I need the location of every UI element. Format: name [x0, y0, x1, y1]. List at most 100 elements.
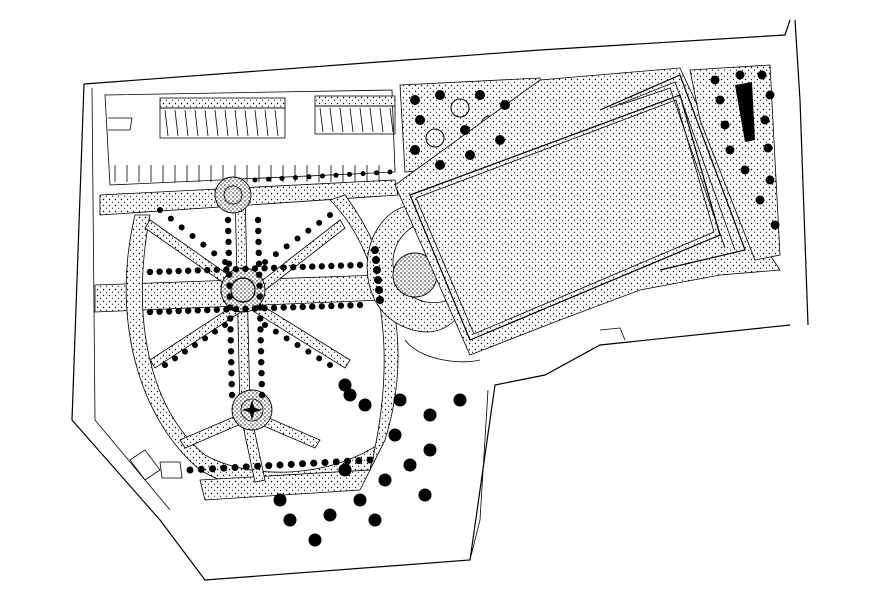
tree-symbol-icon — [475, 90, 485, 100]
tree-symbol-icon — [272, 328, 279, 335]
tree-symbol-icon — [228, 391, 236, 399]
tree-symbol-icon — [257, 326, 264, 333]
parking-stall-line — [359, 107, 364, 133]
tree-symbol-icon — [338, 463, 352, 477]
tree-symbol-icon — [223, 266, 230, 273]
tree-symbol-icon — [186, 466, 194, 474]
tree-symbol-icon — [332, 458, 340, 466]
tree-symbol-icon — [328, 302, 335, 310]
tree-symbol-icon — [410, 95, 420, 105]
tree-symbol-icon — [227, 337, 234, 344]
tree-symbol-icon — [167, 215, 174, 222]
east-strip — [689, 64, 781, 261]
plazas — [214, 176, 273, 431]
tree-symbol-icon — [202, 335, 208, 342]
tree-symbol-icon — [347, 302, 354, 309]
tree-symbol-icon — [220, 464, 228, 472]
tree-symbol-icon — [178, 224, 185, 231]
tree-symbol-icon — [415, 115, 425, 125]
parking-strip-north-east — [314, 95, 396, 107]
tree-symbol-icon — [299, 460, 306, 468]
main-building — [394, 67, 781, 356]
parking-stall-line — [369, 107, 374, 133]
site-boundary — [71, 19, 809, 581]
tree-symbol-icon — [255, 227, 262, 235]
tree-symbol-icon — [227, 348, 235, 355]
tree-symbol-icon — [343, 388, 357, 402]
tree-symbol-icon — [403, 458, 417, 472]
tree-symbol-icon — [465, 150, 475, 160]
tree-symbol-icon — [299, 303, 306, 311]
tree-symbol-icon — [316, 355, 323, 362]
tree-symbol-icon — [418, 488, 432, 502]
tree-symbol-icon — [258, 358, 265, 366]
plaza-north — [214, 176, 252, 214]
tree-symbol-icon — [371, 246, 379, 254]
tree-symbol-icon — [387, 169, 393, 175]
parking-stall-line — [379, 107, 384, 133]
tree-symbol-icon — [305, 227, 312, 234]
tree-symbol-icon — [222, 322, 228, 328]
tree-symbol-icon — [226, 293, 233, 300]
parking-stall-line — [339, 107, 344, 133]
tree-symbol-icon — [356, 301, 364, 309]
tree-symbol-icon — [184, 307, 192, 314]
tree-symbol-icon — [266, 176, 271, 182]
tree-symbol-icon — [162, 362, 168, 368]
tree-symbol-icon — [760, 115, 770, 125]
tree-symbol-icon — [283, 513, 297, 527]
tree-symbol-icon — [327, 362, 333, 368]
tree-symbol-icon — [725, 145, 735, 155]
tree-symbol-icon — [270, 304, 278, 312]
amphitheatre — [366, 204, 456, 333]
tree-symbol-icon — [242, 463, 250, 471]
tree-symbol-icon — [165, 268, 173, 275]
tree-symbol-icon — [258, 369, 265, 377]
parking-stall-line — [234, 109, 239, 137]
tree-symbol-icon — [256, 271, 263, 278]
tree-symbol-icon — [222, 259, 228, 265]
tree-symbol-icon — [262, 322, 268, 328]
parking-stalls — [114, 107, 394, 182]
tree-symbol-icon — [715, 95, 725, 105]
tree-symbol-icon — [258, 380, 265, 388]
tree-symbol-icon — [373, 266, 381, 274]
tree-symbol-icon — [227, 315, 234, 322]
tree-symbol-icon — [757, 70, 767, 80]
park-paving — [94, 179, 399, 501]
tree-symbol-icon — [299, 263, 306, 271]
parking-stall-line — [184, 109, 189, 137]
tree-symbol-icon — [410, 145, 420, 155]
tree-symbol-icon — [256, 293, 263, 300]
tree-symbol-icon — [175, 307, 182, 315]
tree-symbol-icon — [423, 443, 437, 457]
tree-symbol-icon — [261, 264, 268, 272]
tree-symbol-icon — [435, 90, 445, 100]
tree-symbol-icon — [257, 337, 264, 344]
tree-symbol-icon — [262, 259, 268, 265]
parking-area — [104, 89, 396, 186]
tree-symbol-icon — [327, 212, 333, 218]
tree-symbol-icon — [184, 267, 192, 274]
tree-symbol-icon — [320, 173, 325, 179]
tree-symbol-icon — [254, 462, 261, 470]
tree-symbol-icon — [337, 262, 345, 269]
tree-symbol-icon — [251, 265, 259, 272]
north-compass-icon — [242, 400, 262, 420]
tree-symbol-icon — [255, 249, 262, 257]
tree-symbol-icon — [251, 305, 259, 312]
tree-symbol-icon — [254, 216, 262, 224]
tree-symbol-icon — [228, 369, 235, 377]
tree-symbol-icon — [156, 268, 163, 275]
tree-symbol-icon — [204, 306, 211, 314]
tree-symbol-icon — [200, 241, 207, 248]
tree-symbol-icon — [197, 465, 205, 473]
parking-strip-north-west — [159, 97, 286, 109]
tree-symbol-icon — [333, 172, 339, 178]
tree-symbol-icon — [289, 304, 297, 311]
tree-symbol-icon — [338, 378, 352, 392]
tree-symbol-icon — [227, 326, 234, 333]
parking-stall-line — [349, 107, 354, 133]
